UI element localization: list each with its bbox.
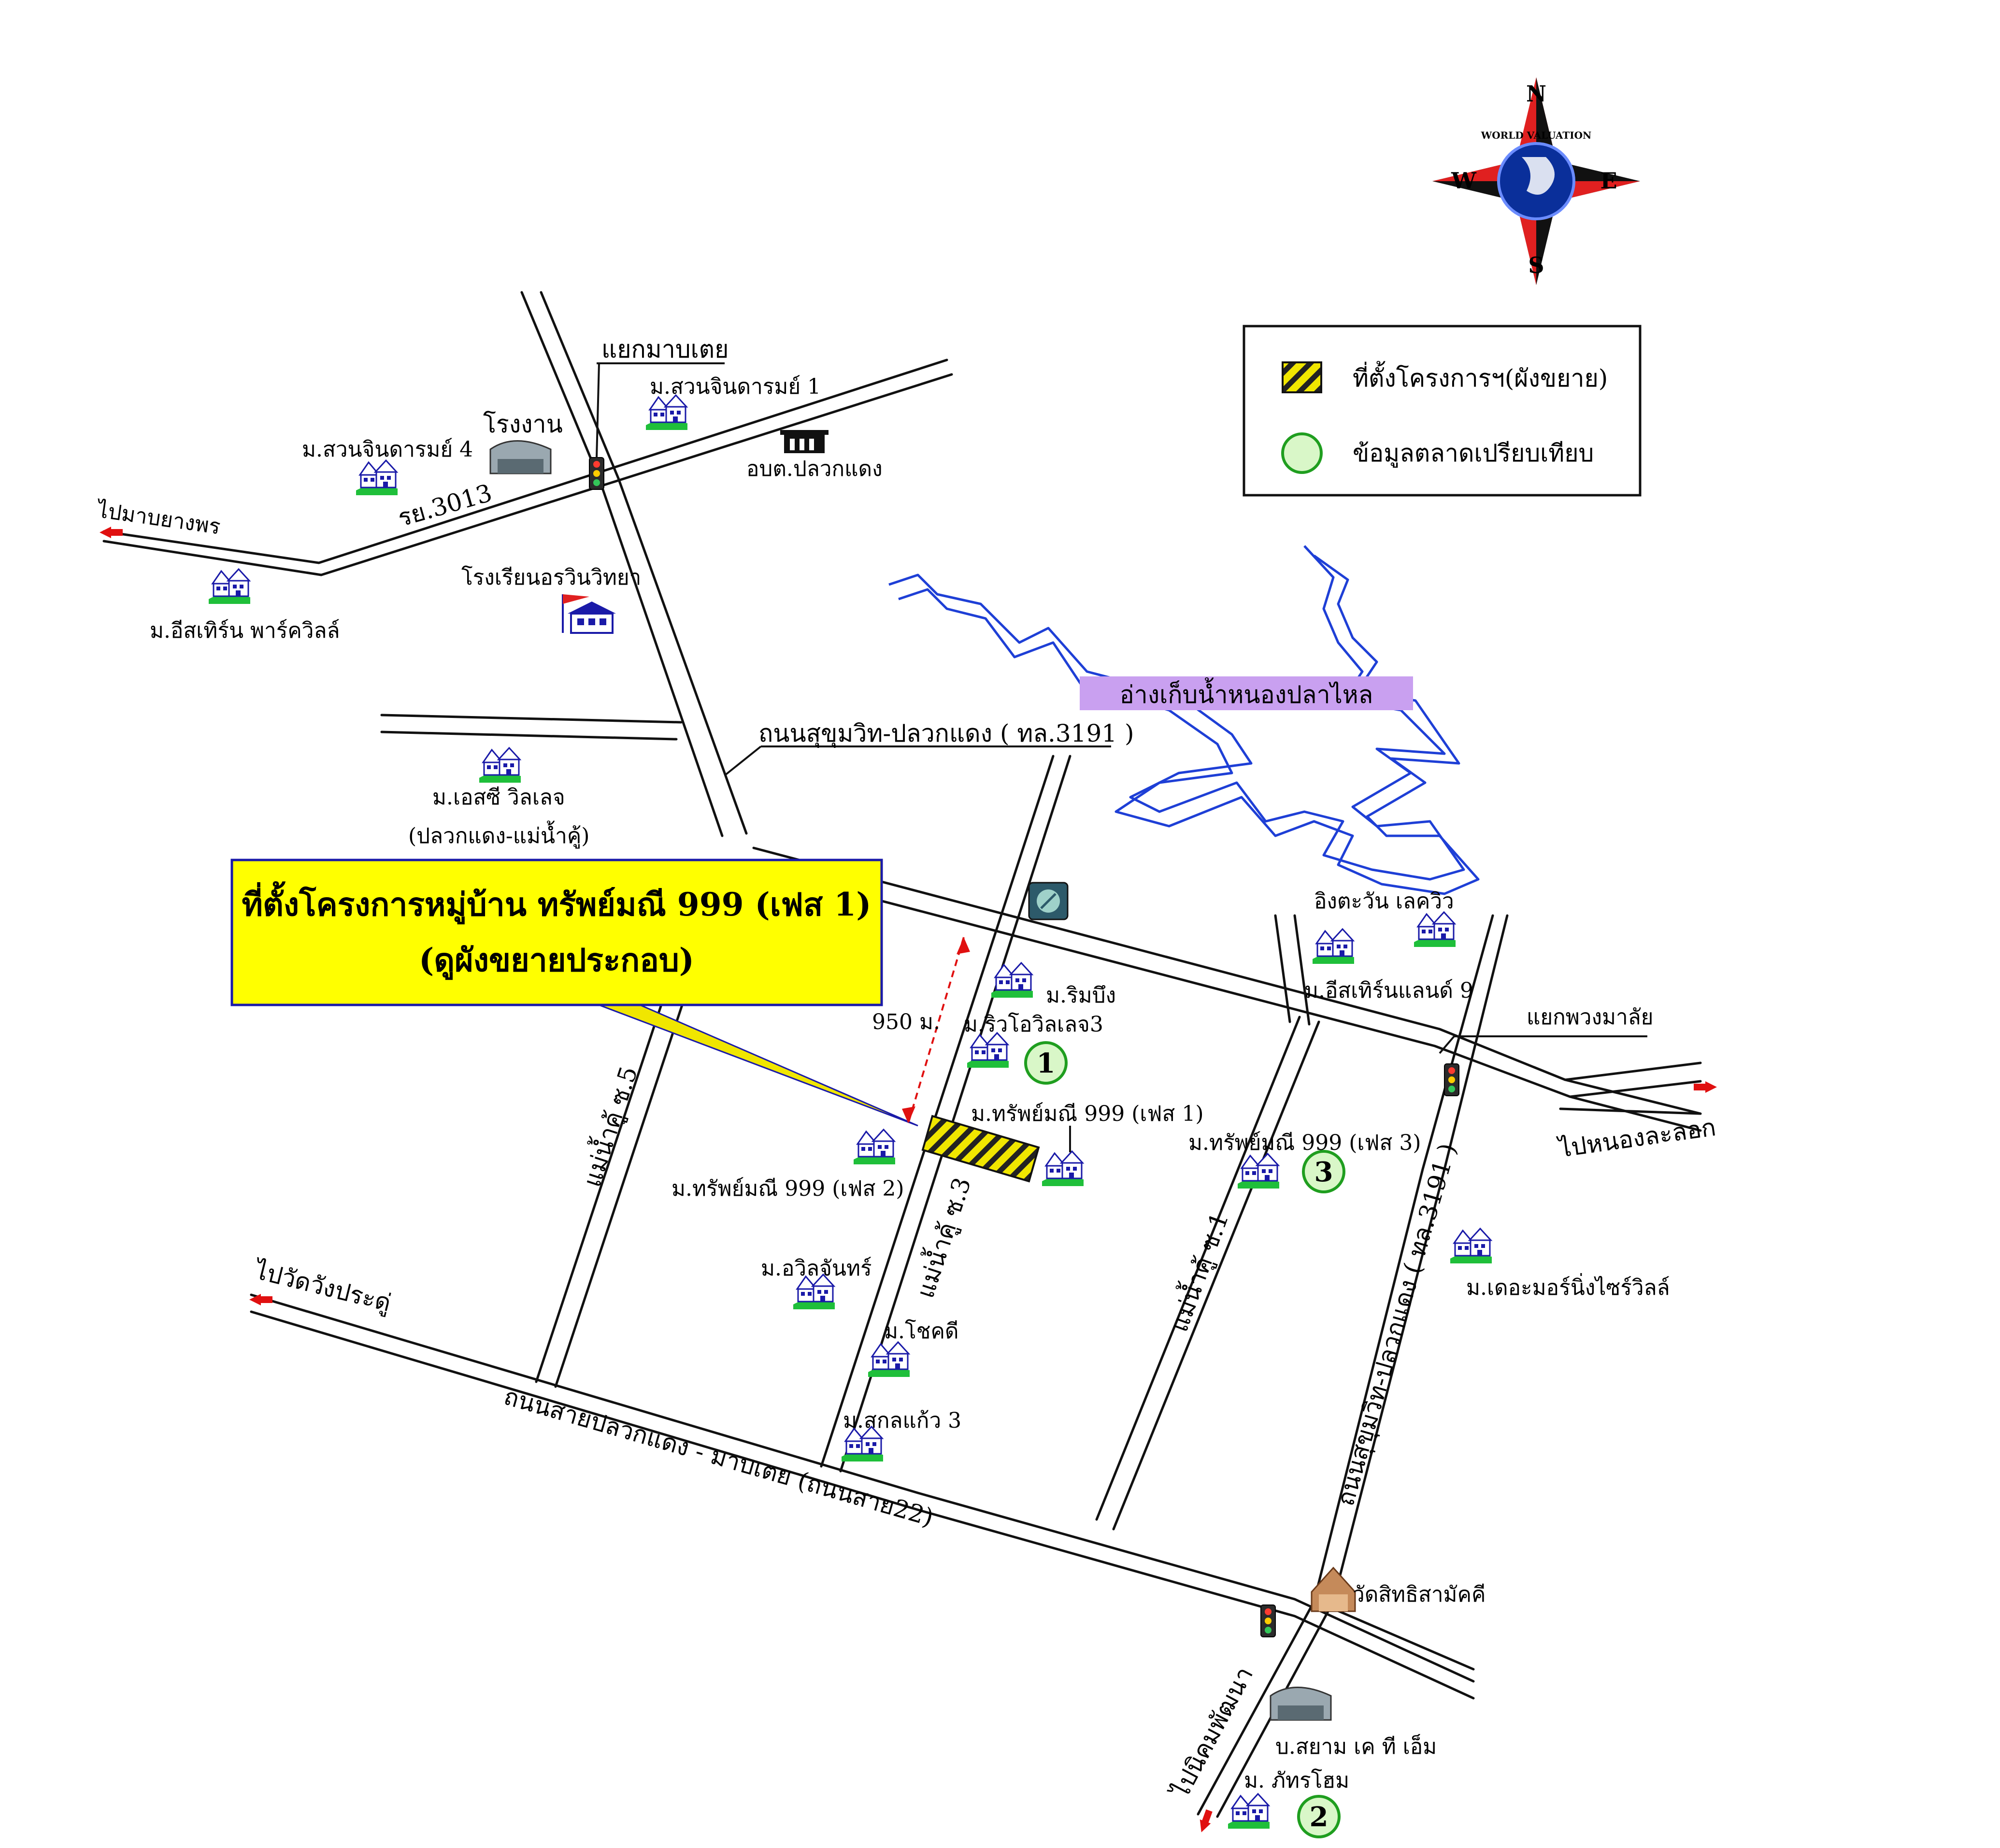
label-subphaya-phase2: ม.ทรัพย์มณี 999 (เฟส 2) [671,1176,904,1201]
label-rim-bueng: ม.ริมบึง [1046,983,1116,1008]
label-suan-jinda-4: ม.สวนจินดารมย์ 4 [302,437,473,462]
label-sukhumvit-road-2: ถนนสุขุมวิท-ปลวกแดง ( ทล.3191 ) [1331,1140,1462,1509]
factory-icon [1270,1687,1332,1721]
landmark-icons [489,430,1356,1721]
legend-project-label: ที่ตั้งโครงการฯ(ผังขยาย) [1353,361,1608,392]
reservoir-label-box [1080,676,1413,710]
house-icon [966,1032,1010,1069]
market-marker-number: 2 [1310,1801,1329,1833]
compass-s: S [1528,252,1544,278]
label-ing-tawan: อิงตะวัน เลควิว [1314,889,1454,914]
label-sakon-kaew-3: ม.สกลแก้ว 3 [843,1408,961,1433]
road-network [102,291,1702,1818]
label-chokdee: ม.โชคดี [884,1319,959,1344]
factory-icon [489,440,552,474]
house-icon [1413,911,1457,948]
label-soi-1: แม่น้ำคู้ ซ.1 [1162,1207,1234,1335]
house-icon [990,962,1034,999]
legend: ที่ตั้งโครงการฯ(ผังขยาย) ข้อมูลตลาดเปรีย… [1243,325,1642,497]
house-icon [478,747,522,784]
legend-market-swatch [1281,432,1323,474]
label-river-ville-3: ม.ริวโอวิลเลจ3 [964,1012,1103,1037]
label-sc-village: ม.เอสซี วิลเลจ [432,785,565,810]
label-sukhumvit-road: ถนนสุขุมวิท-ปลวกแดง ( ทล.3191 ) [758,719,1134,748]
label-awin-chan: ม.อวิลจันทร์ [761,1256,872,1281]
traffic-light-icon [1260,1604,1276,1637]
distance-indicator: 950 ม. [872,937,970,1124]
traffic-light-icon [589,457,604,490]
market-markers: 1 2 3 [1024,1041,1345,1838]
label-junction-puang: แยกพวงมาลัย [1527,1005,1653,1030]
house-icon [1237,1153,1280,1189]
reservoir-label: อ่างเก็บน้ำหนองปลาไหล [1120,677,1373,709]
market-marker-number: 1 [1037,1047,1056,1079]
label-abt-pluak-daeng: อบต.ปลวกแดง [746,457,883,481]
arrow-east-icon [1694,1081,1717,1093]
market-marker [1024,1041,1068,1085]
label-to-wat-wang: ไปวัดวังประดู่ [250,1256,394,1318]
label-soi-3: แม่น้ำคู้ ซ.3 [908,1173,977,1302]
callout-line-1: ที่ตั้งโครงการหมู่บ้าน ทรัพย์มณี 999 (เฟ… [242,881,871,925]
label-subphaya-phase1: ม.ทรัพย์มณี 999 (เฟส 1) [971,1102,1204,1126]
label-junction-maptaphut: แยกมาบเตย [601,335,729,363]
label-factory: โรงงาน [483,410,563,438]
label-eastern-park-ville: ม.อีสเทิร์น พาร์ควิลล์ [150,618,340,643]
label-school: โรงเรียนอรวินวิทยา [461,565,641,590]
legend-project-swatch [1282,361,1322,393]
project-callout: ที่ตั้งโครงการหมู่บ้าน ทรัพย์มณี 999 (เฟ… [230,859,918,1127]
gas-station-icon [1028,882,1069,920]
label-phatra-home: ม. ภัทรโฮม [1244,1768,1349,1793]
label-suan-jinda-1: ม.สวนจินดารมย์ 1 [650,374,821,399]
arrow-west-icon [100,527,123,538]
label-wat-sitthi: วัดสิทธิสามัคคี [1353,1582,1486,1607]
project-site [921,1115,1040,1183]
house-icon [853,1129,896,1165]
temple-icon [1311,1566,1356,1612]
market-marker-number: 3 [1314,1156,1333,1188]
label-the-morning-side: ม.เดอะมอร์นิ่งไซร์วิลล์ [1466,1273,1670,1300]
label-sc-village-sub: (ปลวกแดง-แม่น้ำคู้) [408,820,589,849]
house-icon [1041,1150,1085,1187]
compass-ring-text: WORLD VALUATION [1481,129,1592,141]
label-to-nong-lalok: ไปหนองละลอก [1556,1113,1718,1163]
compass-rose: N S E W WORLD VALUATION [1432,77,1640,285]
callout-line-2: (ดูผังขยายประกอบ) [419,941,694,980]
reservoir: อ่างเก็บน้ำหนองปลาไหล [888,545,1480,895]
house-icon [867,1341,911,1378]
label-siam-ktm: บ.สยาม เค ที เอ็ม [1275,1734,1437,1759]
compass-e: E [1600,168,1617,194]
house-icon [1312,928,1355,965]
market-marker [1297,1795,1341,1838]
traffic-light-icon [1444,1063,1459,1096]
school-icon [562,594,616,634]
house-icon [645,394,688,431]
label-soi-5: แม่น้ำคู้ ซ.5 [575,1062,644,1190]
compass-w: W [1451,168,1477,194]
market-marker [1302,1150,1345,1193]
label-subphaya-phase3: ม.ทรัพย์มณี 999 (เฟส 3) [1188,1131,1421,1155]
legend-market-label: ข้อมูลตลาดเปรียบเทียบ [1353,439,1594,468]
house-icon [355,459,399,496]
village-icons [208,394,1493,1830]
label-eastern-land-9: ม.อีสเทิร์นแลนด์ 9 [1304,978,1473,1003]
house-icon [1227,1793,1271,1830]
government-office-icon [780,430,829,453]
house-icon [208,568,251,605]
house-icon [1449,1228,1493,1264]
distance-label: 950 ม. [872,1010,940,1034]
leader-lines [596,362,1647,1152]
compass-n: N [1526,81,1546,107]
